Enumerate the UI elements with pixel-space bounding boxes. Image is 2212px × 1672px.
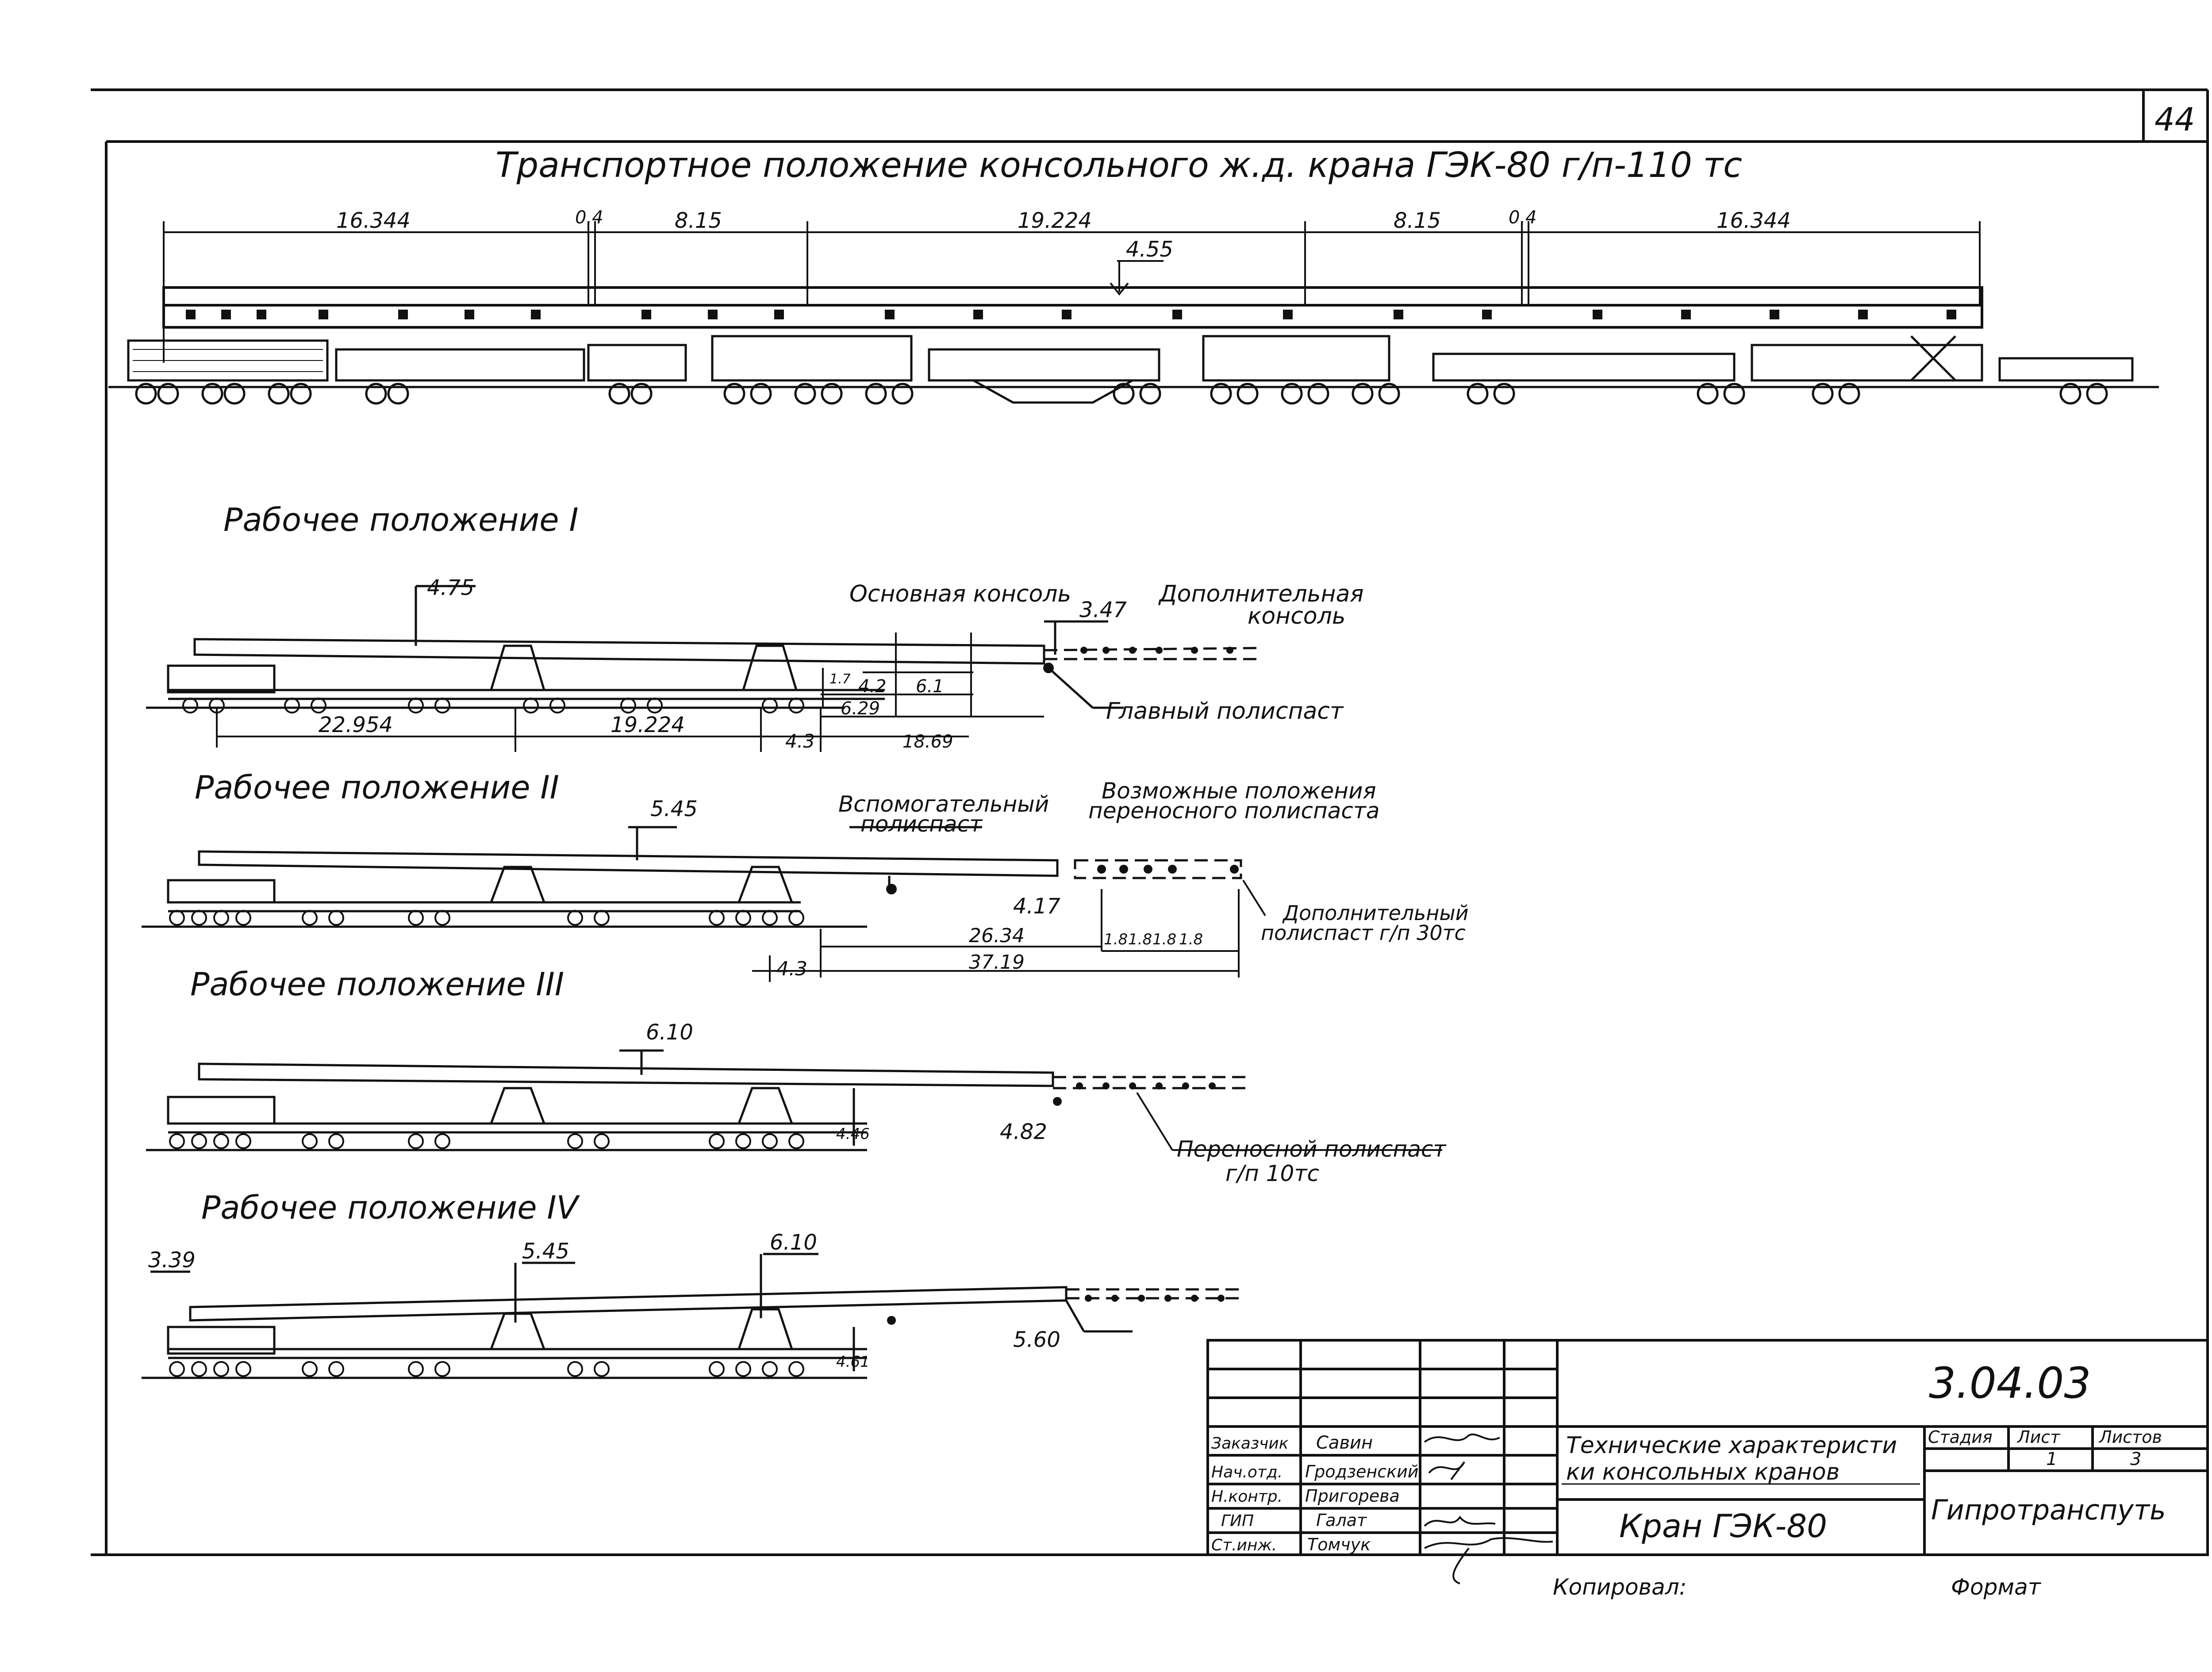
- pos3-portable-l2: г/п 10тс: [1225, 1161, 1319, 1186]
- pos2-dim-3: 4.3: [776, 958, 807, 980]
- pos1-dim-7: 18.69: [902, 732, 953, 752]
- pos2-dim-1: 26.34: [969, 924, 1025, 947]
- pos2-heading: Рабочее положение II: [195, 769, 559, 806]
- pos1-dim-2: 19.224: [611, 713, 685, 737]
- pos4-tip-height: 5.60: [1013, 1327, 1060, 1352]
- transport-dim-3: 8.15: [675, 208, 722, 233]
- pos2-height: 5.45: [650, 797, 698, 821]
- title-block-product: Кран ГЭК-80: [1619, 1507, 1827, 1545]
- pos2-possible-l1: Возможные положения: [1102, 778, 1376, 804]
- title-block-description-l1: Технические характеристи: [1566, 1432, 1897, 1459]
- transport-dim-5: 8.15: [1394, 208, 1441, 233]
- pos4-height-2: 6.10: [770, 1230, 817, 1255]
- title-block-stage-header: Стадия: [1928, 1427, 1993, 1447]
- working-position-2: Рабочее положение II: [142, 769, 1469, 982]
- pos1-extra-console-l2: консоль: [1248, 603, 1346, 629]
- title-block-sheet-value: 1: [2046, 1449, 2057, 1469]
- drawing-title: Транспортное положение консольного ж.д. …: [495, 146, 1742, 185]
- pos1-dim-8: 1.7: [830, 671, 851, 687]
- name-head-dept: Гродзенский: [1305, 1462, 1418, 1481]
- title-block-sheets-value: 3: [2130, 1449, 2141, 1469]
- name-senior-engineer: Томчук: [1307, 1535, 1371, 1554]
- pos4-heading: Рабочее положение IV: [201, 1189, 580, 1226]
- pos2-step-4: 1.8: [1179, 931, 1203, 948]
- pos1-dim-6: 6.29: [841, 698, 880, 719]
- pos4-vertical: 4.61: [836, 1353, 870, 1371]
- pos1-main-hoist: Главный полиспаст: [1106, 698, 1344, 725]
- transport-view: 16.344 0.4 8.15 19.224 8.15 0.4 16.344 4…: [108, 207, 2159, 405]
- pos2-aux-hoist-l2: полиспаст: [860, 811, 983, 837]
- title-block-code: 3.04.03: [1929, 1358, 2091, 1408]
- pos1-dim-4: 4.2: [858, 676, 887, 697]
- sheet-frame: [91, 88, 2209, 1556]
- pos1-dim-5: 6.1: [916, 676, 944, 697]
- title-block-organization: Гипротранспуть: [1931, 1494, 2166, 1526]
- transport-dim-1: 16.344: [336, 208, 411, 233]
- transport-dim-7: 16.344: [1717, 208, 1791, 233]
- transport-dim-6: 0.4: [1509, 207, 1537, 228]
- pos2-aux-hoist-l1: Вспомогательный: [838, 791, 1049, 817]
- pos1-tip-height: 3.47: [1079, 598, 1127, 622]
- pos1-dim-3: 4.3: [785, 730, 815, 752]
- transport-dim-2: 0.4: [575, 207, 603, 228]
- title-block: 3.04.03 Заказчик Нач.отд. Н.контр. ГИП С…: [1206, 1339, 2209, 1600]
- role-norm-control: Н.контр.: [1211, 1488, 1283, 1506]
- pos2-tip-height: 4.17: [1013, 894, 1060, 919]
- pos1-heading: Рабочее положение I: [223, 501, 579, 538]
- pos1-extra-console-l1: Дополнительная: [1158, 581, 1364, 607]
- role-chief-engineer: ГИП: [1221, 1512, 1254, 1530]
- pos3-vertical: 4.46: [836, 1125, 870, 1143]
- pos2-extra-hoist-l2: полиспаст г/п 30тс: [1261, 921, 1466, 945]
- pos4-height-1: 5.45: [522, 1239, 569, 1264]
- pos1-main-console: Основная консоль: [849, 581, 1071, 607]
- working-position-3: Рабочее положение III: [146, 966, 1447, 1186]
- name-norm-control: Пригорева: [1305, 1486, 1400, 1506]
- role-senior-engineer: Ст.инж.: [1211, 1536, 1277, 1554]
- pos1-height: 4.75: [427, 575, 474, 600]
- pos2-step-3: 1.8: [1152, 931, 1176, 948]
- signatures: [1424, 1434, 1553, 1584]
- role-head-dept: Нач.отд.: [1211, 1463, 1283, 1481]
- pos2-dim-2: 37.19: [969, 951, 1025, 974]
- title-block-sheets-header: Листов: [2098, 1427, 2162, 1447]
- format-label: Формат: [1951, 1574, 2042, 1600]
- pos2-extra-hoist-l1: Дополнительный: [1282, 901, 1469, 925]
- pos1-dim-1: 22.954: [319, 713, 393, 737]
- pos3-heading: Рабочее положение III: [190, 966, 564, 1003]
- pos2-step-1: 1.8: [1104, 931, 1128, 948]
- pos3-tip-height: 4.82: [1000, 1120, 1047, 1144]
- copied-by-label: Копировал:: [1553, 1574, 1687, 1600]
- title-block-description-l2: ки консольных кранов: [1566, 1459, 1839, 1485]
- transport-height: 4.55: [1126, 237, 1173, 262]
- sheet-number: 44: [2154, 101, 2195, 138]
- name-customer: Савин: [1316, 1433, 1373, 1453]
- role-customer: Заказчик: [1211, 1434, 1289, 1453]
- pos2-step-2: 1.8: [1128, 931, 1152, 948]
- working-position-1: Рабочее положение I: [146, 501, 1364, 752]
- title-block-sheet-header: Лист: [2016, 1427, 2061, 1447]
- transport-dim-4: 19.224: [1018, 208, 1092, 233]
- name-chief-engineer: Галат: [1316, 1511, 1367, 1530]
- pos3-height: 6.10: [646, 1020, 693, 1045]
- pos2-possible-l2: переносного полиспаста: [1088, 798, 1380, 824]
- working-position-4: Рабочее положение IV: [142, 1189, 1239, 1379]
- pos4-left-height: 3.39: [148, 1248, 196, 1273]
